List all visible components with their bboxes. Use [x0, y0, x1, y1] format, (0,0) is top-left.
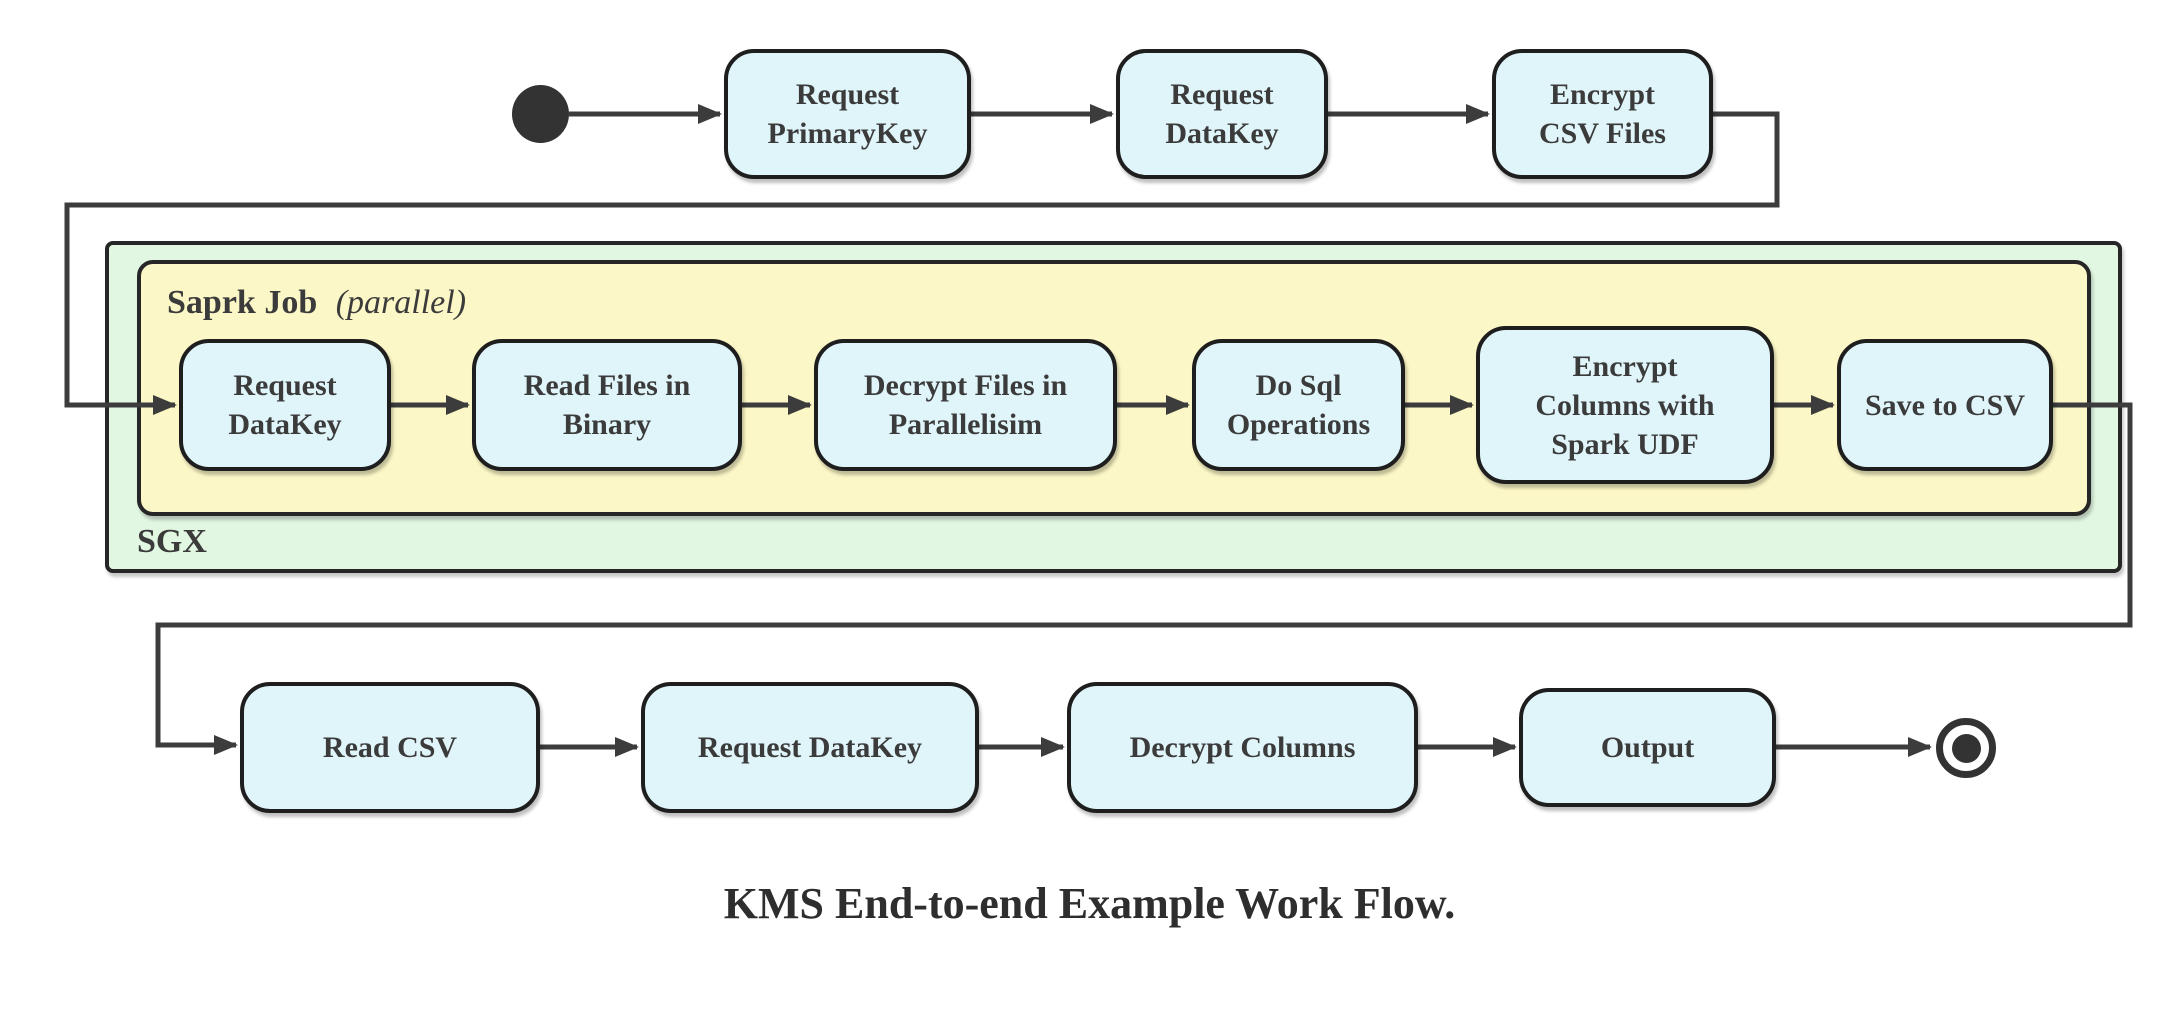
- node-encrypt-csv-files: Encrypt CSV Files: [1492, 49, 1713, 179]
- node-save-to-csv: Save to CSV: [1837, 339, 2053, 471]
- node-label: Decrypt Files in Parallelisim: [863, 369, 1068, 441]
- node-label: Decrypt Columns: [1129, 731, 1356, 764]
- start-node: [512, 85, 569, 143]
- node-label: Save to CSV: [1864, 388, 2025, 422]
- node-request-datakey-bottom: Request DataKey: [641, 682, 979, 813]
- diagram-caption: KMS End-to-end Example Work Flow.: [723, 879, 1456, 928]
- node-decrypt-files-in-parallelisim: Decrypt Files in Parallelisim: [814, 339, 1117, 471]
- node-request-datakey-sgx: Request DataKey: [179, 339, 391, 471]
- node-encrypt-columns-with-spark-udf: Encrypt Columns with Spark UDF: [1476, 326, 1774, 484]
- node-label: Encrypt Columns with Spark UDF: [1535, 349, 1715, 461]
- sgx-container-title: SGX: [137, 523, 207, 561]
- node-request-primarykey: Request PrimaryKey: [724, 49, 971, 179]
- node-request-datakey-top: Request DataKey: [1116, 49, 1328, 179]
- node-label: Encrypt CSV Files: [1539, 78, 1666, 150]
- node-do-sql-operations: Do Sql Operations: [1192, 339, 1405, 471]
- node-label: Request DataKey: [1165, 78, 1279, 150]
- node-read-csv: Read CSV: [240, 682, 540, 813]
- node-read-files-in-binary: Read Files in Binary: [472, 339, 742, 471]
- sgx-label: SGX: [137, 523, 207, 560]
- node-label: Output: [1600, 731, 1695, 764]
- node-decrypt-columns: Decrypt Columns: [1067, 682, 1418, 813]
- spark-job-qualifier: (parallel): [335, 284, 467, 321]
- spark-job-container-title: Saprk Job (parallel): [167, 284, 466, 322]
- node-label: Do Sql Operations: [1226, 369, 1371, 441]
- node-label: Request PrimaryKey: [767, 78, 928, 150]
- end-node-dot: [1951, 733, 1981, 763]
- end-node: [1936, 718, 1996, 778]
- node-label: Request DataKey: [228, 369, 342, 441]
- node-label: Request DataKey: [697, 731, 923, 764]
- node-label: Read CSV: [322, 731, 458, 764]
- spark-job-label: Saprk Job: [167, 284, 318, 321]
- node-output: Output: [1519, 688, 1776, 807]
- node-label: Read Files in Binary: [523, 369, 691, 441]
